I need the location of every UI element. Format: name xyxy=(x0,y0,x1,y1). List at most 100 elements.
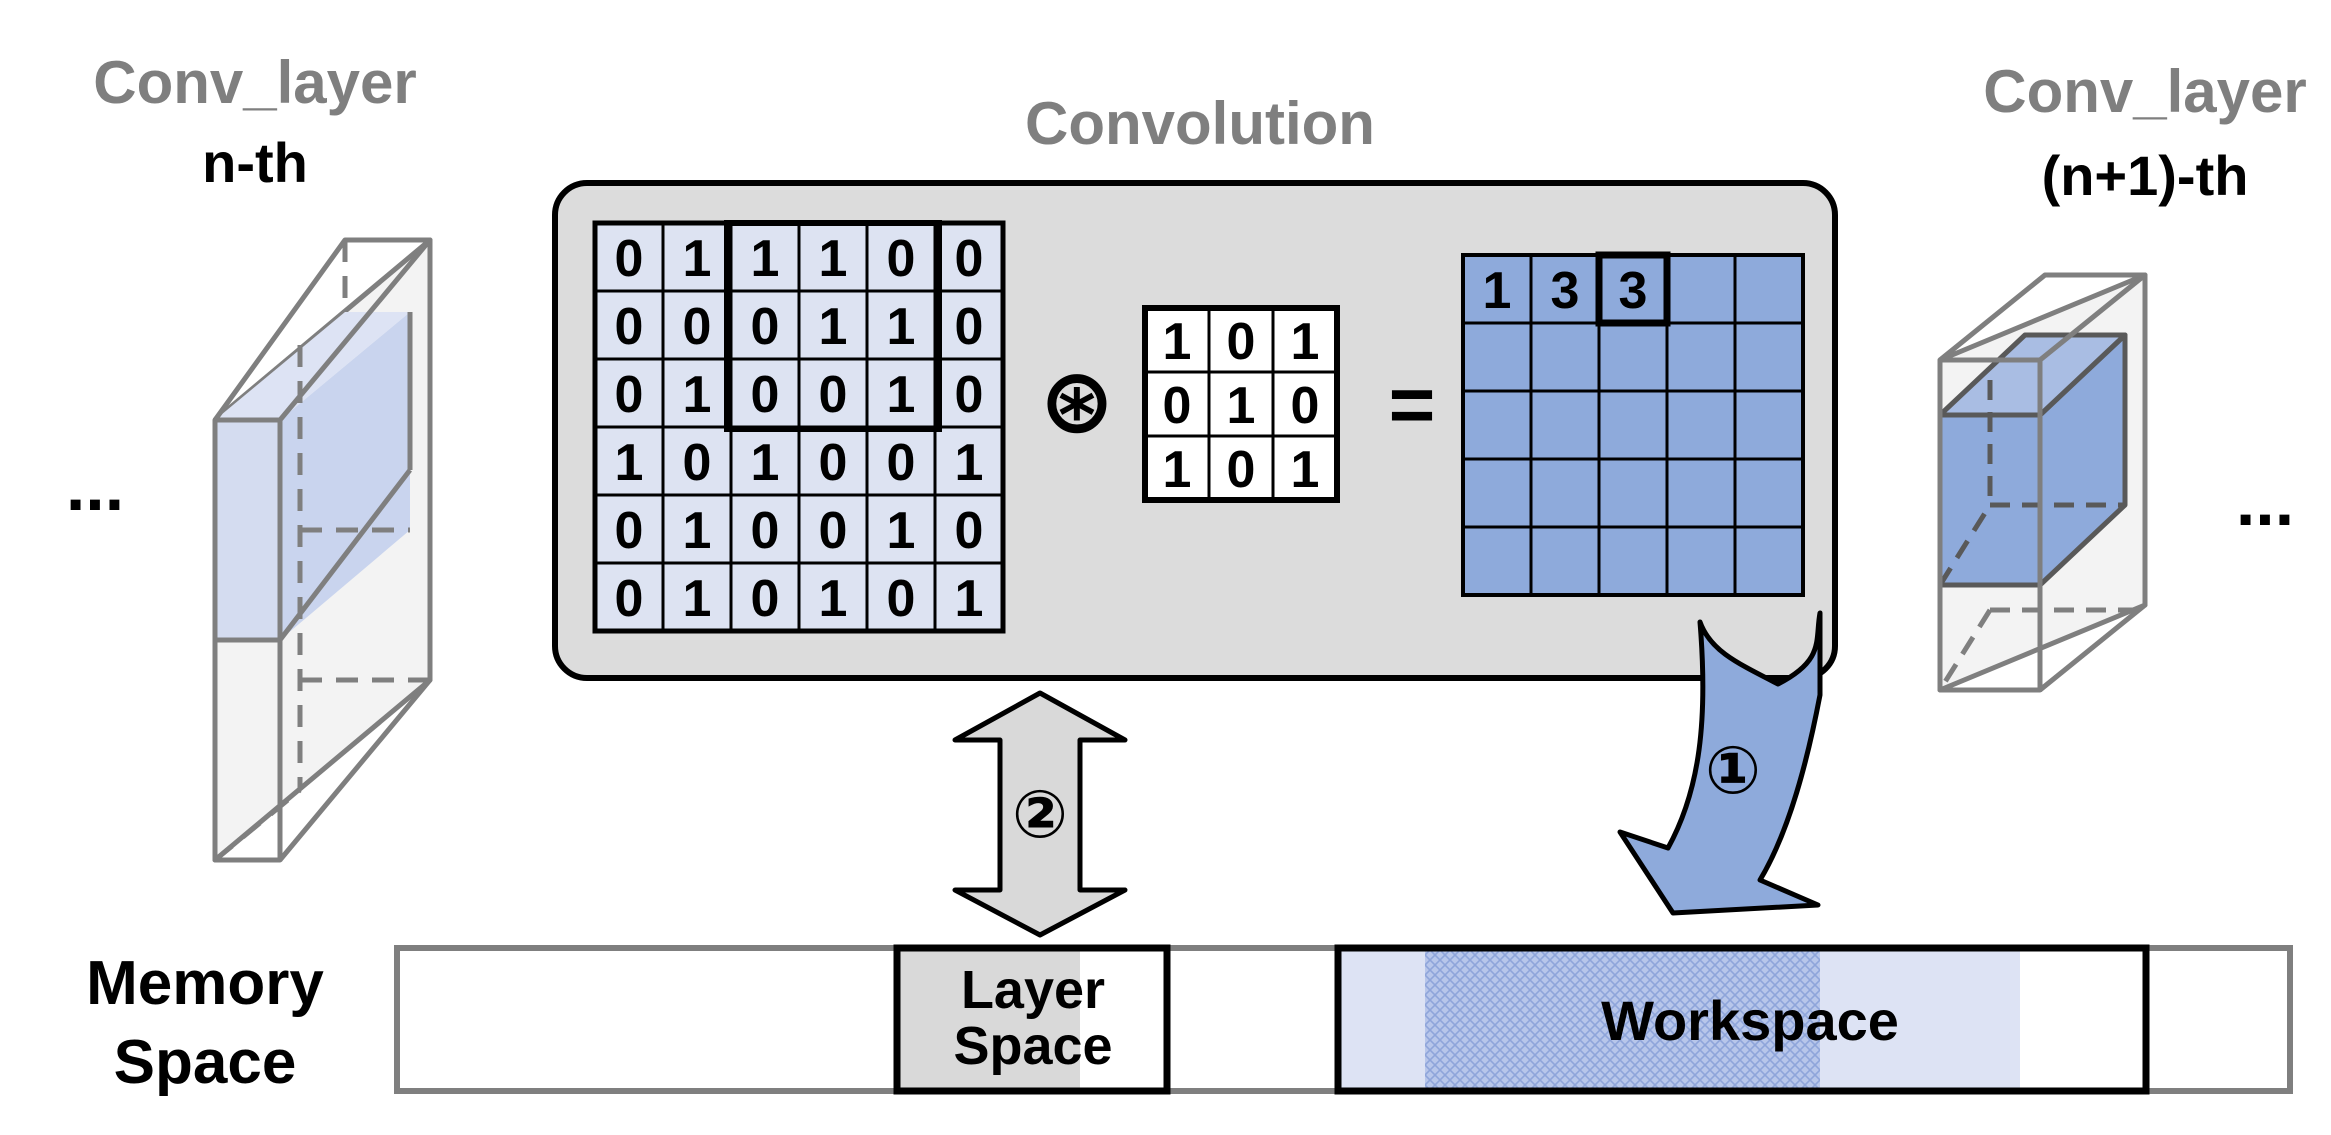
right-layer-prism xyxy=(1937,272,2148,693)
kernel-window-highlight xyxy=(724,220,942,432)
input-cell-value: 1 xyxy=(819,230,848,288)
output-cell-value: 1 xyxy=(1483,262,1512,320)
output-cell xyxy=(1665,253,1737,325)
input-cell xyxy=(661,357,733,429)
input-cell-value: 0 xyxy=(955,366,984,424)
input-cell-value: 1 xyxy=(751,230,780,288)
input-cell xyxy=(729,289,801,361)
input-cell xyxy=(661,561,733,633)
input-cell-value: 1 xyxy=(683,502,712,560)
convolution-title: Convolution xyxy=(1025,90,1375,157)
ellipsis-left: ... xyxy=(66,447,124,525)
kernel-cell-value: 0 xyxy=(1227,313,1256,371)
output-cell xyxy=(1665,525,1737,597)
output-cell xyxy=(1529,321,1601,393)
input-cell xyxy=(933,425,1005,497)
output-cell xyxy=(1461,525,1533,597)
input-cell-value: 0 xyxy=(751,502,780,560)
kernel-cell-value: 1 xyxy=(1291,441,1320,499)
input-cell xyxy=(865,221,937,293)
input-cell-value: 1 xyxy=(955,570,984,628)
convolution-operator: ⊛ xyxy=(1039,352,1114,452)
memory-label-line2: Space xyxy=(114,1028,297,1097)
output-cell-value: 3 xyxy=(1551,262,1580,320)
left-layer-prism xyxy=(212,237,433,863)
output-cell xyxy=(1733,389,1805,461)
right-layer-subtitle: (n+1)-th xyxy=(2042,144,2249,207)
input-cell-value: 1 xyxy=(683,366,712,424)
input-cell-value: 1 xyxy=(819,298,848,356)
input-cell xyxy=(729,493,801,565)
output-cell xyxy=(1597,525,1669,597)
step-one-arrow xyxy=(1617,610,1823,916)
step-two-arrow[interactable] xyxy=(952,690,1128,938)
input-cell-value: 0 xyxy=(887,434,916,492)
input-cell-value: 1 xyxy=(615,434,644,492)
input-cell-value: 0 xyxy=(751,570,780,628)
input-cell xyxy=(797,221,869,293)
output-cell xyxy=(1597,389,1669,461)
input-cell xyxy=(593,357,665,429)
input-cell-value: 1 xyxy=(819,570,848,628)
input-cell-value: 0 xyxy=(955,502,984,560)
input-cell-value: 0 xyxy=(615,502,644,560)
input-cell xyxy=(729,221,801,293)
output-cell xyxy=(1733,525,1805,597)
output-cell xyxy=(1529,457,1601,529)
output-cell xyxy=(1461,321,1533,393)
step-two-marker: ② xyxy=(1012,777,1068,851)
input-cell-value: 0 xyxy=(955,298,984,356)
input-cell-value: 0 xyxy=(683,298,712,356)
output-cell xyxy=(1733,457,1805,529)
right-layer-title: Conv_layer xyxy=(1983,58,2307,125)
output-cell xyxy=(1597,457,1669,529)
input-cell xyxy=(933,561,1005,633)
input-cell-value: 0 xyxy=(819,366,848,424)
input-cell-value: 0 xyxy=(887,230,916,288)
kernel-cell-value: 0 xyxy=(1227,441,1256,499)
input-cell-value: 1 xyxy=(887,502,916,560)
input-cell-value: 0 xyxy=(819,502,848,560)
input-cell-value: 0 xyxy=(615,298,644,356)
left-layer-subtitle: n-th xyxy=(202,131,308,194)
input-cell xyxy=(933,221,1005,293)
output-cell xyxy=(1597,321,1669,393)
input-cell-value: 0 xyxy=(751,366,780,424)
output-cell xyxy=(1733,253,1805,325)
kernel-cell-value: 1 xyxy=(1163,313,1192,371)
output-cell xyxy=(1461,457,1533,529)
input-cell-value: 0 xyxy=(887,570,916,628)
output-cell xyxy=(1461,389,1533,461)
layer-space-block[interactable] xyxy=(893,944,1171,1095)
input-cell-value: 0 xyxy=(819,434,848,492)
input-cell-value: 1 xyxy=(887,298,916,356)
equals-sign: = xyxy=(1389,360,1436,449)
input-cell-value: 1 xyxy=(751,434,780,492)
input-cell-value: 0 xyxy=(615,366,644,424)
ellipsis-right: ... xyxy=(2236,462,2294,540)
step-one-marker: ① xyxy=(1705,733,1761,807)
kernel-cell-value: 0 xyxy=(1163,377,1192,435)
current-output-highlight xyxy=(1595,251,1671,327)
input-cell-value: 1 xyxy=(683,230,712,288)
layer-space-line2: Space xyxy=(953,1016,1112,1076)
output-cell xyxy=(1665,389,1737,461)
input-cell-value: 0 xyxy=(751,298,780,356)
workspace-label: Workspace xyxy=(1601,989,1899,1052)
input-cell-value: 1 xyxy=(955,434,984,492)
workspace-block[interactable] xyxy=(1334,944,2150,1095)
input-cell-value: 0 xyxy=(615,230,644,288)
output-cell xyxy=(1665,321,1737,393)
layer-space-line1: Layer xyxy=(961,960,1105,1020)
input-cell-value: 1 xyxy=(683,570,712,628)
input-cell-value: 1 xyxy=(887,366,916,424)
input-cell xyxy=(797,493,869,565)
input-cell xyxy=(661,289,733,361)
input-cell-value: 0 xyxy=(955,230,984,288)
output-cell xyxy=(1733,321,1805,393)
output-cell-value: 3 xyxy=(1619,262,1648,320)
